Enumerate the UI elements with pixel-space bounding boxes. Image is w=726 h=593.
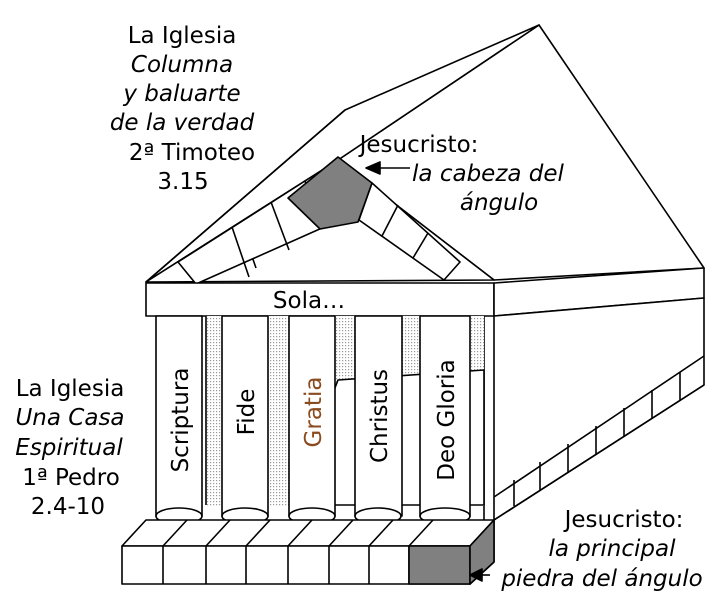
label-sola: Sola…: [273, 288, 345, 314]
label-columna: Columna: [131, 52, 233, 78]
column-deo-gloria: [419, 315, 471, 525]
column-label-scriptura: Scriptura: [168, 368, 194, 473]
label-1-pedro: 1ª Pedro: [22, 465, 120, 491]
label-una-casa: Una Casa: [15, 405, 124, 431]
label-angulo-top: ángulo: [460, 190, 538, 216]
head-of-corner-stone: [287, 156, 373, 230]
label-piedra-del-angulo: piedra del ángulo: [500, 566, 702, 592]
column-christus: [354, 315, 403, 525]
label-2-timoteo: 2ª Timoteo: [129, 140, 255, 166]
label-y-baluarte: y baluarte: [122, 81, 240, 107]
label-de-la-verdad: de la verdad: [110, 110, 255, 136]
label-la-principal: la principal: [549, 536, 677, 562]
column-label-gratia: Gratia: [301, 377, 327, 448]
column-label-christus: Christus: [367, 369, 393, 463]
pediment-stones-left: [177, 180, 323, 285]
side-wall-stones: [493, 355, 705, 521]
label-2-4-10: 2.4-10: [31, 494, 105, 520]
side-wall: [493, 297, 705, 521]
label-la-cabeza-del: la cabeza del: [412, 161, 565, 187]
chief-cornerstone: [408, 545, 471, 585]
label-jesucristo-bottom: Jesucristo:: [563, 507, 684, 533]
arrow-head-of-corner: [365, 161, 410, 175]
label-jesucristo-top: Jesucristo:: [358, 132, 479, 158]
label-iglesia-bottom: La Iglesia: [16, 376, 125, 402]
column-label-fide: Fide: [234, 389, 260, 436]
label-espiritual: Espiritual: [15, 435, 123, 461]
arrow-chief-cornerstone: [469, 568, 490, 582]
column-label-deo-gloria: Deo Gloria: [434, 359, 460, 480]
label-iglesia-top: La Iglesia: [128, 23, 237, 49]
label-3-15: 3.15: [157, 169, 208, 195]
